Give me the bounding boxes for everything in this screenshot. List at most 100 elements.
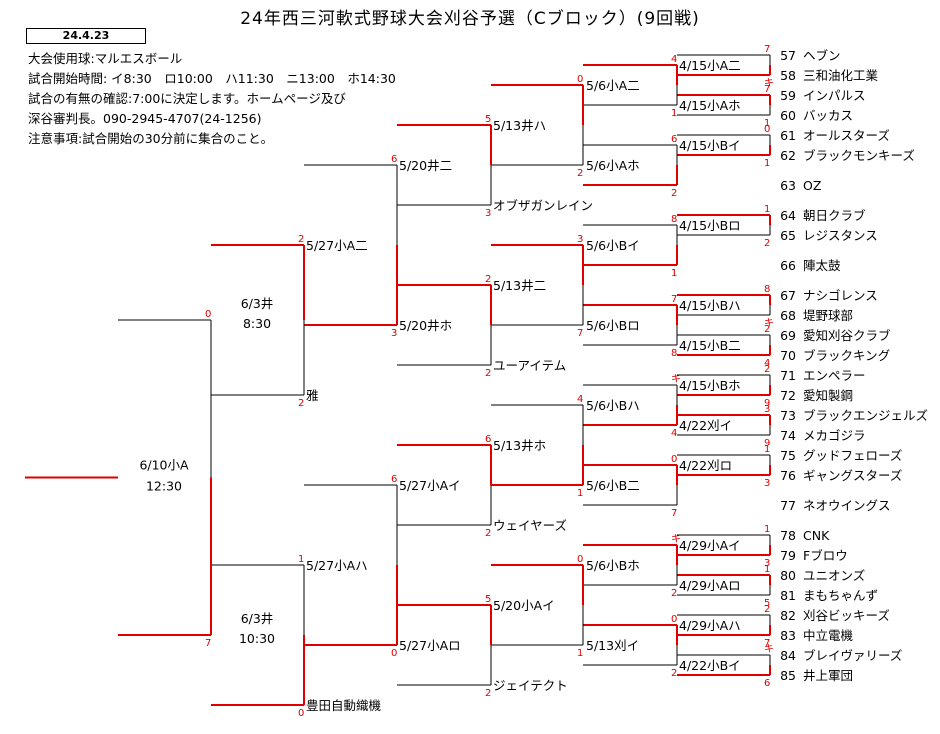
score-label: 1 <box>764 204 770 215</box>
score-label: 7 <box>577 328 583 339</box>
score-label: 3 <box>764 404 770 415</box>
team-name: ネオウイングス <box>803 498 891 513</box>
score-label: 2 <box>485 688 491 699</box>
score-label: 3 <box>764 478 770 489</box>
score-label: 3 <box>391 328 397 339</box>
score-label: 1 <box>764 118 770 129</box>
team-number: 64 <box>780 208 796 223</box>
r1-match-label: 4/15小Aホ <box>679 98 741 113</box>
team-number: 82 <box>780 608 796 623</box>
team-number: 72 <box>780 388 796 403</box>
team-name: CNK <box>803 528 830 543</box>
score-label: 7 <box>764 84 770 95</box>
team-number: 85 <box>780 668 796 683</box>
score-label: 0 <box>764 124 770 135</box>
team-number: 84 <box>780 648 796 663</box>
team-name: ブラックモンキーズ <box>803 148 915 163</box>
score-label: 9 <box>764 398 770 409</box>
seed-team: ジェイテクト <box>493 678 568 693</box>
info-confirm: 試合の有無の確認:7:00に決定します。ホームページ及び <box>28 91 346 106</box>
r1-match-label: 4/22刈ロ <box>679 458 732 473</box>
team-name: インパルス <box>803 88 866 103</box>
team-number: 58 <box>780 68 796 83</box>
r3-match-label: 5/13井ホ <box>493 438 546 453</box>
score-label: 1 <box>577 488 583 499</box>
team-name: 愛知刈谷クラブ <box>803 328 891 343</box>
team-name: バッカス <box>803 108 853 123</box>
r1-match-label: 4/15小Bイ <box>679 138 741 153</box>
score-label: 1 <box>764 444 770 455</box>
info-ball: 大会使用球:マルエスボール <box>28 51 183 66</box>
score-label: 2 <box>485 368 491 379</box>
score-label: 2 <box>577 168 583 179</box>
r1-match-label: 4/15小B二 <box>679 338 741 353</box>
r1-match-label: 4/15小Bホ <box>679 378 741 393</box>
score-label: 1 <box>764 524 770 535</box>
team-number: 59 <box>780 88 796 103</box>
team-number: 76 <box>780 468 796 483</box>
seed-team: オブザガンレイン <box>493 198 593 213</box>
info-start-times: 試合開始時間: イ8:30 ロ10:00 ハ11:30 ニ13:00 ホ14:3… <box>28 71 396 86</box>
score-label: キ <box>764 78 774 89</box>
team-name: メカゴジラ <box>803 428 866 443</box>
r6-date: 6/3井 <box>241 611 274 626</box>
team-name: OZ <box>803 178 821 193</box>
r4-match-label: 5/20井二 <box>399 158 452 173</box>
score-label: 8 <box>764 284 770 295</box>
score-label: 4 <box>764 358 770 369</box>
r2-match-label: 5/6小Bハ <box>586 398 640 413</box>
team-number: 78 <box>780 528 796 543</box>
score-label: 4 <box>671 428 677 439</box>
team-name: オールスターズ <box>803 128 890 143</box>
score-label: 2 <box>764 604 770 615</box>
team-name: ブレイヴァリーズ <box>803 648 902 663</box>
score-label: 5 <box>485 114 491 125</box>
score-label: 1 <box>764 564 770 575</box>
team-number: 57 <box>780 48 796 63</box>
score-label: 7 <box>764 44 770 55</box>
score-label: 5 <box>485 594 491 605</box>
team-number: 74 <box>780 428 796 443</box>
page-title: 24年西三河軟式野球大会刈谷予選（Cブロック）(9回戦) <box>240 9 700 29</box>
team-number: 71 <box>780 368 796 383</box>
team-number: 60 <box>780 108 796 123</box>
team-name: グッドフェローズ <box>803 448 902 463</box>
team-number: 63 <box>780 178 796 193</box>
score-label: 3 <box>485 208 491 219</box>
r1-match-label: 4/29小Aハ <box>679 618 741 633</box>
score-label: 1 <box>298 554 304 565</box>
score-label: 7 <box>671 294 677 305</box>
r1-match-label: 4/29小Aイ <box>679 538 741 553</box>
r3-match-label: 5/13井ハ <box>493 118 546 133</box>
score-label: 0 <box>391 648 397 659</box>
team-number: 80 <box>780 568 796 583</box>
score-label: 2 <box>298 234 304 245</box>
score-label: 1 <box>764 158 770 169</box>
team-number: 68 <box>780 308 796 323</box>
r6-date: 6/3井 <box>241 296 274 311</box>
score-label: 2 <box>485 274 491 285</box>
team-name: ブラックエンジェルズ <box>803 408 928 423</box>
team-number: 79 <box>780 548 796 563</box>
team-name: 堤野球部 <box>803 308 853 323</box>
r6-time: 8:30 <box>243 316 271 331</box>
team-number: 83 <box>780 628 796 643</box>
team-number: 75 <box>780 448 796 463</box>
score-label: 9 <box>764 438 770 449</box>
r1-match-label: 4/15小Bハ <box>679 298 741 313</box>
seed-team: 豊田自動織機 <box>306 698 382 713</box>
team-name: 刈谷ビッキーズ <box>803 608 890 623</box>
score-label: 7 <box>764 638 770 649</box>
team-number: 62 <box>780 148 796 163</box>
score-label: 1 <box>671 268 677 279</box>
score-label: 0 <box>577 554 583 565</box>
score-label: 0 <box>671 614 677 625</box>
score-label: 6 <box>764 678 770 689</box>
score-label: 2 <box>764 238 770 249</box>
score-label: 3 <box>577 234 583 245</box>
team-name: 三和油化工業 <box>803 68 879 83</box>
r2-match-label: 5/6小A二 <box>586 78 640 93</box>
team-name: ブラックキング <box>803 348 890 363</box>
team-number: 65 <box>780 228 796 243</box>
team-number: 67 <box>780 288 796 303</box>
